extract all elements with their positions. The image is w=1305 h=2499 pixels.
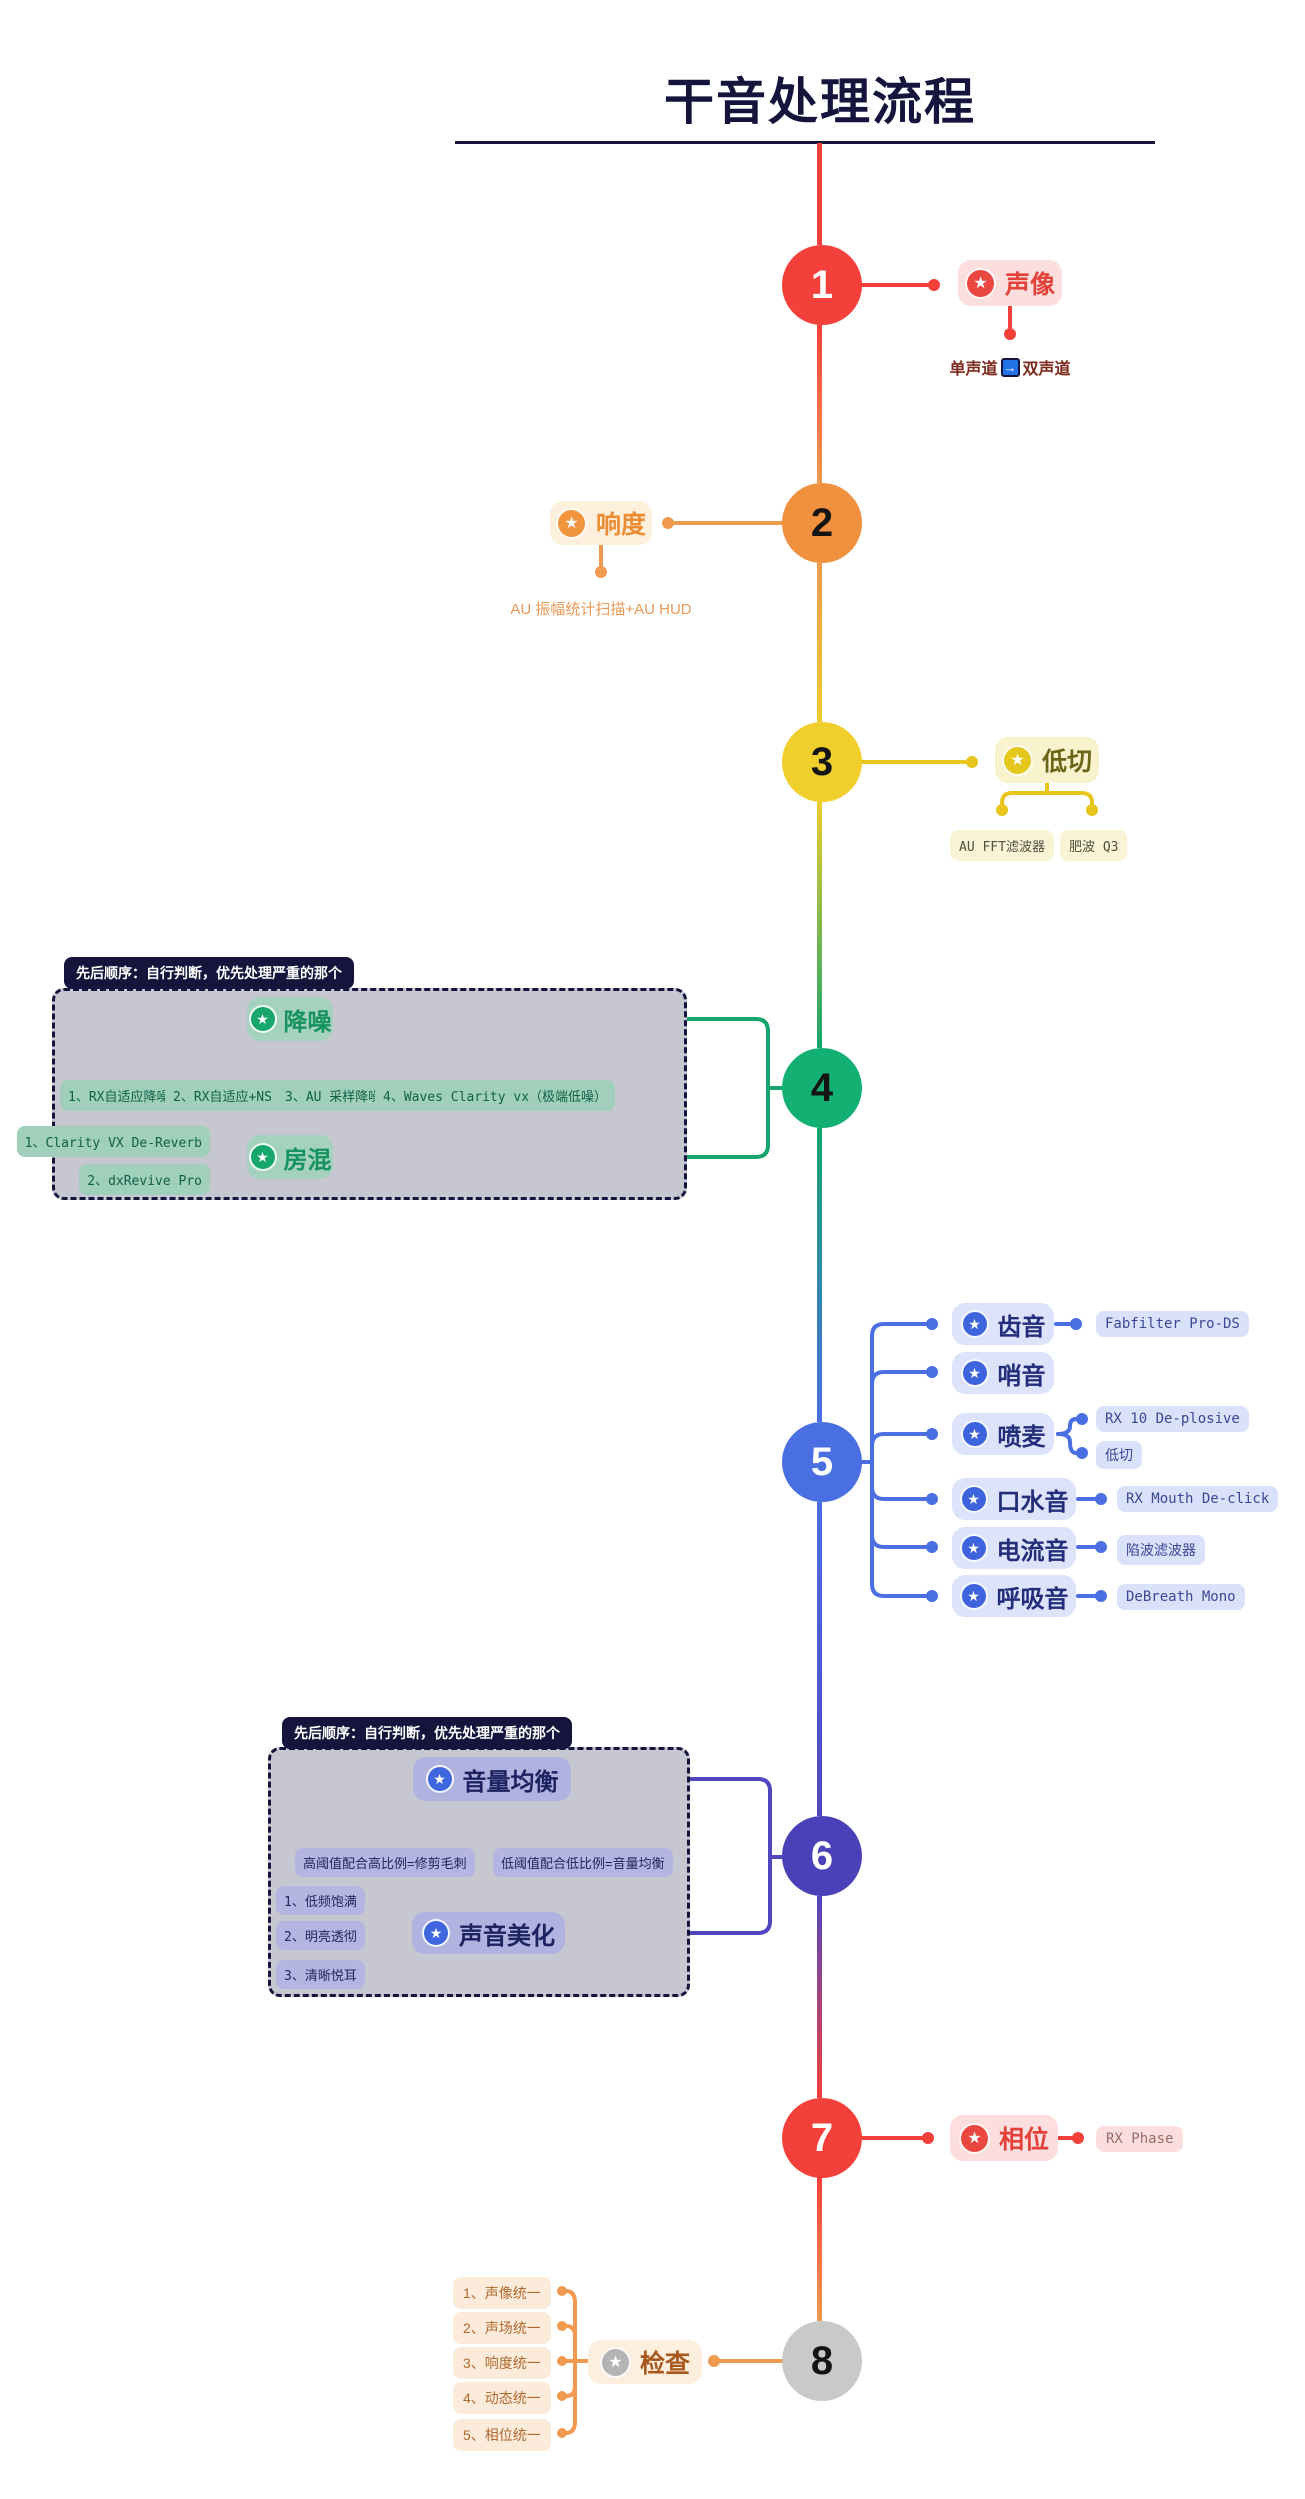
- denoise-item-chip: 1、RX自适应降噪: [60, 1080, 178, 1111]
- step-node-6: 6: [782, 1816, 862, 1896]
- star-icon: ★: [248, 1005, 277, 1033]
- step-node-8: 8: [782, 2321, 862, 2401]
- step-node-4: 4: [782, 1048, 862, 1128]
- star-icon: ★: [958, 2122, 990, 2154]
- dereverb-node: ★ 房混: [247, 1135, 333, 1179]
- check-item-chip: 1、声像统一: [453, 2277, 551, 2309]
- step-node-3: 3: [782, 722, 862, 802]
- step-node-2: 2: [782, 483, 862, 563]
- deess-label: 齿音: [997, 1313, 1046, 1341]
- star-icon: ★: [248, 1143, 277, 1171]
- hum-node: ★ 电流音: [952, 1527, 1076, 1569]
- star-icon: ★: [422, 1919, 450, 1947]
- star-icon: ★: [1001, 744, 1033, 776]
- star-icon: ★: [960, 1359, 989, 1387]
- pan-note: 单声道 → 双声道: [860, 355, 1160, 379]
- beautify-item-chip: 2、明亮透彻: [276, 1921, 365, 1950]
- timeline-segment-7: [817, 2177, 822, 2321]
- volume-item-chip: 高阈值配合高比例=修剪毛刺: [295, 1848, 475, 1877]
- star-icon: ★: [959, 1582, 988, 1610]
- timeline-segment-6: [817, 1896, 822, 2098]
- pan-note-right: 双声道: [1022, 361, 1071, 378]
- pan-label: 声像: [1004, 271, 1055, 299]
- beautify-item-chip: 1、低频饱满: [276, 1886, 365, 1915]
- step-node-7: 7: [782, 2098, 862, 2178]
- denoise-node: ★ 降噪: [247, 997, 333, 1041]
- plosive-tool-chip: RX 10 De-plosive: [1096, 1406, 1249, 1432]
- beautify-label: 声音美化: [459, 1922, 555, 1950]
- hum-tool-chip: 陷波滤波器: [1117, 1535, 1205, 1565]
- breath-label: 呼吸音: [996, 1585, 1069, 1613]
- check-item-chip: 3、响度统一: [453, 2347, 551, 2379]
- mono-to-stereo-arrow-icon: →: [1000, 357, 1020, 377]
- breath-tool-chip: DeBreath Mono: [1117, 1584, 1245, 1610]
- loudness-note: AU 振幅统计扫描+AU HUD: [510, 601, 692, 618]
- whistle-label: 哨音: [997, 1362, 1046, 1390]
- hum-label: 电流音: [996, 1537, 1069, 1565]
- phase-node: ★ 相位: [950, 2115, 1058, 2161]
- volume-balance-node: ★ 音量均衡: [413, 1757, 571, 1801]
- timeline-segment-0: [817, 143, 822, 245]
- dynamics-box-header: 先后顺序：自行判断，优先处理严重的那个: [282, 1717, 572, 1749]
- timeline-segment-1: [817, 325, 822, 483]
- dereverb-label: 房混: [283, 1146, 332, 1174]
- lowcut-tool-chip: AU FFT滤波器: [950, 830, 1054, 861]
- check-node: ★ 检查: [588, 2340, 702, 2384]
- denoise-box-header: 先后顺序：自行判断，优先处理严重的那个: [64, 957, 354, 989]
- deess-tool-chip: Fabfilter Pro-DS: [1096, 1311, 1249, 1337]
- timeline-segment-4: [817, 1128, 822, 1422]
- loudness-node: ★ 响度: [550, 501, 652, 545]
- plosive-tool-chip: 低切: [1096, 1441, 1142, 1469]
- phase-tool-chip: RX Phase: [1096, 2126, 1184, 2152]
- check-label: 检查: [639, 2350, 690, 2378]
- page-title: 干音处理流程: [664, 74, 976, 130]
- pan-note-left: 单声道: [949, 361, 998, 378]
- beautify-node: ★ 声音美化: [412, 1912, 565, 1954]
- whistle-node: ★ 哨音: [952, 1352, 1054, 1394]
- check-item-chip: 4、动态统一: [453, 2382, 551, 2414]
- dereverb-item-chip: 1、Clarity VX De-Reverb: [16, 1126, 210, 1157]
- mouthclick-node: ★ 口水音: [952, 1478, 1076, 1520]
- mouthclick-label: 口水音: [996, 1488, 1069, 1516]
- lowcut-tool-chip: 肥波 Q3: [1060, 830, 1128, 861]
- lowcut-node: ★ 低切: [995, 737, 1099, 783]
- star-icon: ★: [959, 1485, 988, 1513]
- denoise-item-chip: 2、RX自适应+NS 1: [165, 1080, 296, 1111]
- check-item-chip: 5、相位统一: [453, 2419, 551, 2451]
- check-item-chip: 2、声场统一: [453, 2312, 551, 2344]
- deess-node: ★ 齿音: [952, 1303, 1054, 1345]
- pan-node: ★ 声像: [958, 260, 1062, 306]
- mouthclick-tool-chip: RX Mouth De-click: [1117, 1486, 1279, 1512]
- star-icon: ★: [599, 2346, 631, 2378]
- breath-node: ★ 呼吸音: [952, 1575, 1076, 1617]
- denoise-item-chip: 4、Waves Clarity vx（极端低噪）: [375, 1080, 616, 1111]
- volume-item-chip: 低阈值配合低比例=音量均衡: [493, 1848, 673, 1877]
- dereverb-item-chip: 2、dxRevive Pro: [79, 1164, 210, 1195]
- plosive-node: ★ 喷麦: [952, 1413, 1054, 1455]
- phase-label: 相位: [998, 2126, 1049, 2154]
- star-icon: ★: [555, 507, 587, 539]
- denoise-label: 降噪: [283, 1008, 332, 1036]
- star-icon: ★: [964, 267, 996, 299]
- star-icon: ★: [960, 1310, 989, 1338]
- lowcut-label: 低切: [1041, 748, 1092, 776]
- star-icon: ★: [960, 1420, 989, 1448]
- star-icon: ★: [959, 1534, 988, 1562]
- title-underline: [455, 141, 1155, 144]
- loudness-label: 响度: [595, 511, 646, 539]
- denoise-item-chip: 3、AU 采样降噪: [277, 1080, 390, 1111]
- plosive-label: 喷麦: [997, 1423, 1046, 1451]
- step-node-1: 1: [782, 245, 862, 325]
- step-node-5: 5: [782, 1422, 862, 1502]
- star-icon: ★: [425, 1765, 454, 1793]
- timeline-segment-3: [817, 802, 822, 1048]
- volume-balance-label: 音量均衡: [462, 1768, 559, 1796]
- timeline-segment-2: [817, 563, 822, 722]
- timeline-segment-5: [817, 1502, 822, 1816]
- beautify-item-chip: 3、清晰悦耳: [276, 1960, 365, 1989]
